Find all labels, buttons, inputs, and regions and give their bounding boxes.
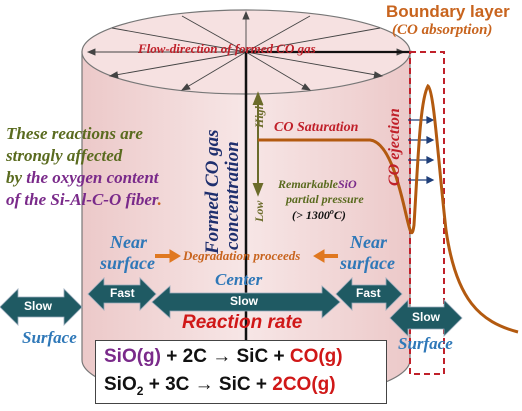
concentration-label-line1: Formed CO gas [202,129,223,254]
boundary-layer-subtitle: (CO absorption) [392,22,493,38]
degradation-arrows [155,249,338,263]
equations-box: SiO(g) + 2C → SiC + CO(g) SiO2 + 3C → Si… [95,340,387,404]
arrow-slow-left [0,288,83,326]
note-fiber: of the Si-Al-C-O fiber [6,190,158,209]
reaction-rate-arrows [0,277,463,337]
note-dot: . [157,190,162,209]
high-label: High [252,102,266,128]
eq2-sic: SiC + [213,374,273,395]
near-surface-right-2: surface [340,253,395,273]
arrow-slow-center [151,285,341,319]
eq1-sic: SiC + [231,346,290,367]
eq1-co: CO(g) [289,346,343,367]
reaction-rate-label: Reaction rate [182,312,303,333]
remarkable-line1: Remarkable [278,177,338,191]
near-surface-left-1: Near [110,232,147,252]
arrow-slow-right [389,299,463,337]
note-line4: of the Si-Al-C-O fiber. [6,190,162,210]
remarkable-line2: partial pressure [286,192,364,206]
high-low-arrow [252,91,264,197]
center-label: Center [215,270,263,289]
eq2-arrow: → [194,374,214,395]
equation-2: SiO2 + 3C → SiC + 2CO(g) [104,374,336,398]
degradation-label: Degradation proceeds [183,248,301,263]
eq2-co: 2CO(g) [272,374,336,395]
arrow-fast-left [87,277,157,311]
near-surface-left-2: surface [100,253,155,273]
slow-right-label: Slow [412,310,441,324]
equation-1: SiO(g) + 2C → SiC + CO(g) [104,346,343,368]
remarkable-temp-prefix: (> 1300 [292,208,330,222]
slow-left-label: Slow [24,299,53,313]
near-surface-right-1: Near [350,232,387,252]
boundary-layer-title: Boundary layer [386,2,510,21]
flow-direction-arrows [86,10,406,91]
fast-right-label: Fast [356,286,381,300]
remarkable-temp-suffix: C) [333,208,346,222]
co-concentration-curve [258,83,519,334]
low-label: Low [252,200,266,222]
remarkable-sio: SiO [338,177,357,191]
eq1-plus-c: + 2C [161,346,213,367]
slow-center-label: Slow [230,294,259,308]
remarkable-line3: (> 1300oC) [292,207,346,223]
note-line2: strongly affected [6,146,123,165]
flow-direction-label: Flow-direction of formed CO gas [138,41,316,56]
note-line3: by the oxygen content [6,168,159,188]
fast-left-label: Fast [110,286,135,300]
note-by: by [6,168,27,187]
co-ejection-label: CO ejection [386,108,403,186]
eq2-plus-c: + 3C [143,374,195,395]
note-line1: These reactions are [6,124,143,143]
surface-left-label: Surface [22,328,77,347]
eq1-arrow: → [212,346,232,367]
eq2-sio: SiO [104,374,137,395]
eq1-sio: SiO(g) [104,346,161,367]
concentration-label-line2: concentration [222,141,243,250]
eq2-subscript: 2 [136,383,144,398]
arrow-fast-right [335,277,403,311]
co-saturation-label: CO Saturation [274,120,359,135]
degree-mark: o [329,207,334,216]
note-oxygen-content: the oxygen content [26,168,159,187]
surface-right-label: Surface [398,334,453,353]
remarkable-sio-label: RemarkableSiO [278,177,357,192]
